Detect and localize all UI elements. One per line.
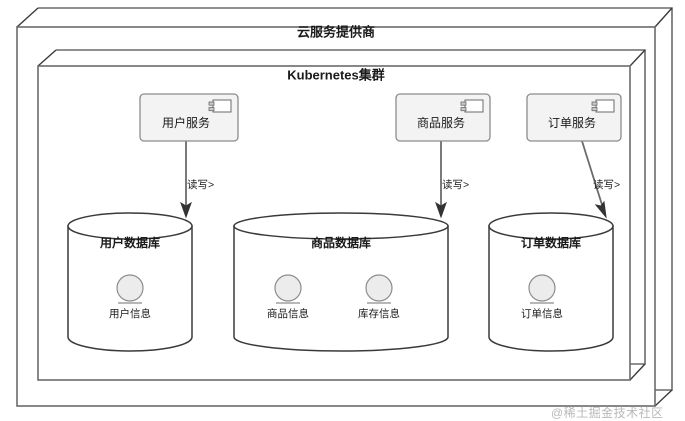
database-product-db[interactable]: [233, 212, 449, 352]
component-order-service[interactable]: [526, 93, 622, 142]
edge-order-service-to-order-db[interactable]: [581, 140, 607, 219]
component-user-service[interactable]: [139, 93, 239, 142]
watermark: @稀土掘金技术社区: [551, 406, 664, 420]
component-product-service[interactable]: [395, 93, 491, 142]
database-user-db[interactable]: [67, 212, 193, 352]
uml-component-icon: [460, 99, 484, 113]
uml-component-icon: [591, 99, 615, 113]
edge-user-service-to-user-db[interactable]: [180, 141, 192, 219]
uml-entity-icon: [116, 274, 144, 304]
uml-entity-icon: [274, 274, 302, 304]
uml-entity-icon: [528, 274, 556, 304]
database-order-db[interactable]: [488, 212, 614, 352]
edge-product-service-to-product-db[interactable]: [435, 141, 447, 219]
uml-entity-icon: [365, 274, 393, 304]
uml-component-icon: [208, 99, 232, 113]
